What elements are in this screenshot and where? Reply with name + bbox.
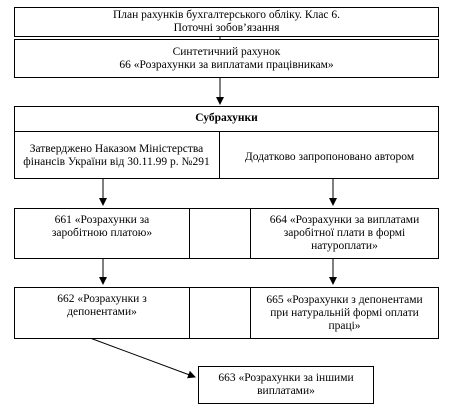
header-line-2: Поточні зобов’язання: [173, 22, 280, 34]
account-664-line-3: натуроплати»: [311, 240, 378, 252]
synthetic-line-1: Синтетичний рахунок: [172, 45, 281, 58]
synthetic-line-2: 66 «Розрахунки за виплатами працівникам»: [119, 58, 334, 71]
account-663-line-2: виплатами»: [257, 385, 315, 397]
subaccounts-block: [14, 106, 439, 179]
header-line-1: План рахунків бухгалтерського обліку. Кл…: [112, 9, 341, 21]
subaccounts-proposed-by-author: Додатково запропоновано автором: [244, 150, 415, 163]
account-662-line-1: 662 «Розрахунки з: [57, 293, 147, 305]
subaccounts-approved-by-order: Затверджено Наказом Міністерства фінансі…: [14, 132, 220, 179]
account-661-line-2: заробітною платою»: [51, 227, 153, 239]
account-661-box: 661 «Розрахунки за заробітною платою»: [14, 208, 190, 259]
account-664-box: 664 «Розрахунки за виплатами заробітної …: [250, 208, 439, 259]
subaccounts-title: Субрахунки: [14, 106, 439, 132]
approved-line-2: фінансів України від 30.11.99 р.: [23, 155, 179, 168]
account-661-line-1: 661 «Розрахунки за: [54, 214, 150, 226]
approved-line-3: №291: [181, 155, 210, 168]
account-662-line-2: депонентами»: [67, 306, 137, 318]
account-665-line-3: праці»: [328, 319, 361, 332]
account-664-line-2: заробітної плати в формі: [283, 227, 406, 239]
account-665-line-1: 665 «Розрахунки з депонентами: [266, 293, 423, 306]
account-663-line-1: 663 «Розрахунки за іншими: [218, 372, 354, 384]
row1-gap-box: [189, 208, 251, 259]
account-663-box: 663 «Розрахунки за іншими виплатами»: [198, 366, 374, 404]
account-664-line-1: 664 «Розрахунки за виплатами: [269, 214, 420, 226]
synthetic-account-box: Синтетичний рахунок 66 «Розрахунки за ви…: [14, 39, 439, 78]
account-665-box: 665 «Розрахунки з депонентами при натура…: [250, 287, 439, 339]
arrow-662-to-663: [89, 337, 196, 379]
account-665-line-2: при натуральній формі оплати: [270, 306, 419, 319]
row2-gap-box: [189, 287, 251, 339]
approved-line-1: Затверджено Наказом Міністерства: [29, 142, 204, 155]
account-662-box: 662 «Розрахунки з депонентами»: [14, 287, 190, 339]
chart-of-accounts-header-box: План рахунків бухгалтерського обліку. Кл…: [14, 7, 439, 37]
